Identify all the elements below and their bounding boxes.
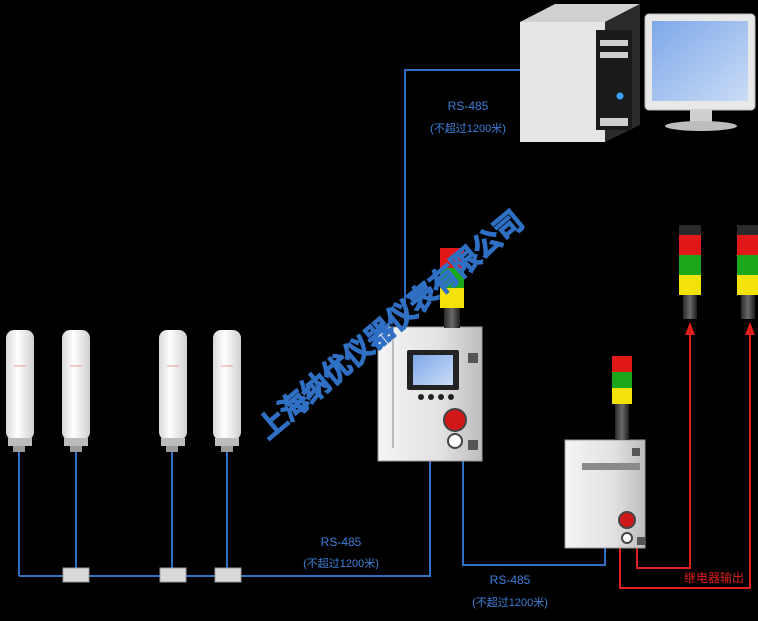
relay-arrow-left-icon: [685, 322, 695, 335]
relay-output-label: 继电器输出: [684, 570, 744, 585]
relay-line-left: [636, 330, 691, 569]
rs485-top-distance-note: (不超过1200米): [430, 121, 506, 135]
sensor-2: [62, 330, 90, 452]
rs485-line-sensors: [19, 460, 431, 577]
rs485-mid-distance-note: (不超过1200米): [303, 556, 379, 570]
rs485-bottom-distance-note: (不超过1200米): [472, 595, 548, 609]
rs485-line-bottom: [462, 460, 606, 566]
sensor-4: [213, 330, 241, 452]
rs485-top-label: RS-485: [448, 99, 489, 113]
secondary-controller-cabinet: [564, 439, 646, 549]
rs485-bottom-label: RS-485: [490, 573, 531, 587]
monitor-icon: [644, 13, 756, 131]
relay-output-lines: [619, 322, 755, 589]
rs485-bus-lines: [18, 69, 606, 577]
sensor-3: [159, 330, 187, 452]
junction-box-1: [62, 567, 90, 583]
main-signal-tower: [440, 248, 464, 328]
signal-tower-2: [737, 225, 758, 319]
junction-boxes: [62, 567, 242, 583]
junction-box-3: [214, 567, 242, 583]
relay-line-right: [619, 330, 751, 589]
main-controller-cabinet: [377, 326, 483, 462]
rs485-line-top: [404, 69, 530, 330]
junction-box-2: [159, 567, 187, 583]
signal-tower-1: [679, 225, 701, 319]
rs485-mid-label: RS-485: [321, 535, 362, 549]
key-switch-icon: [447, 433, 463, 449]
secondary-signal-tower: [612, 356, 632, 440]
relay-arrow-right-icon: [745, 322, 755, 335]
sensor-1: [6, 330, 34, 452]
desktop-computer-icon: [520, 4, 640, 142]
alarm-button-icon: [443, 408, 467, 432]
